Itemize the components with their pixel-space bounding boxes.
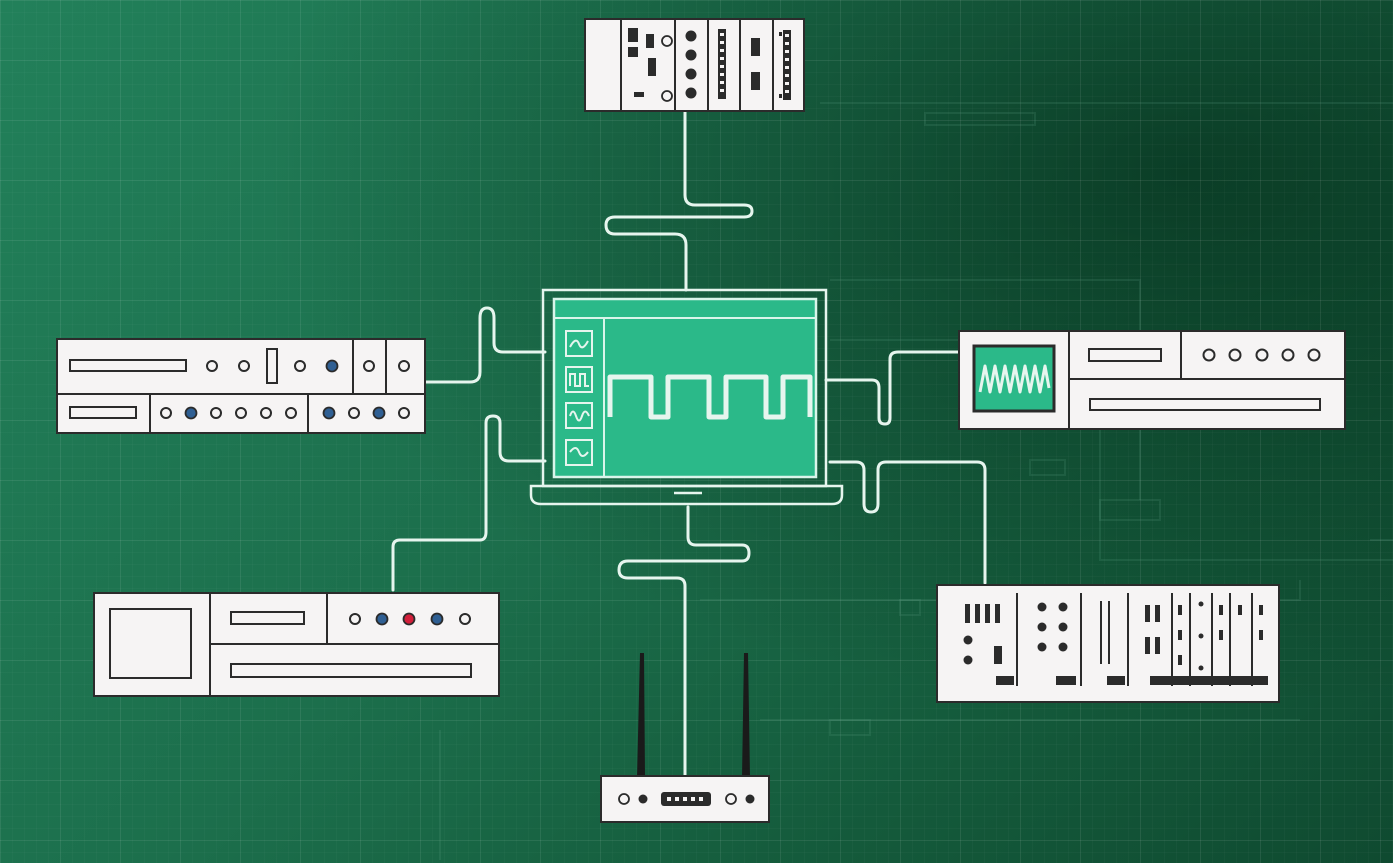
laptop-icon bbox=[529, 288, 844, 506]
cable-top bbox=[604, 110, 754, 292]
cable-left-lower bbox=[391, 414, 547, 592]
cable-left-upper bbox=[424, 306, 547, 384]
sine-wave-signal bbox=[978, 364, 1051, 394]
cables bbox=[391, 110, 987, 777]
pxi-chassis-icon bbox=[584, 18, 805, 112]
square-wave-signal bbox=[607, 374, 813, 420]
display-instrument-icon bbox=[93, 592, 500, 697]
wireless-router-icon bbox=[600, 653, 770, 823]
rack-instrument-icon bbox=[56, 338, 426, 434]
cable-right-lower bbox=[828, 460, 987, 585]
oscilloscope-icon bbox=[958, 330, 1346, 430]
modular-chassis-icon bbox=[936, 584, 1280, 703]
background-schematic bbox=[439, 102, 1393, 860]
cable-right-upper bbox=[824, 350, 960, 426]
cable-bottom bbox=[617, 505, 751, 777]
screen-sidebar-thumbnails bbox=[565, 330, 593, 466]
